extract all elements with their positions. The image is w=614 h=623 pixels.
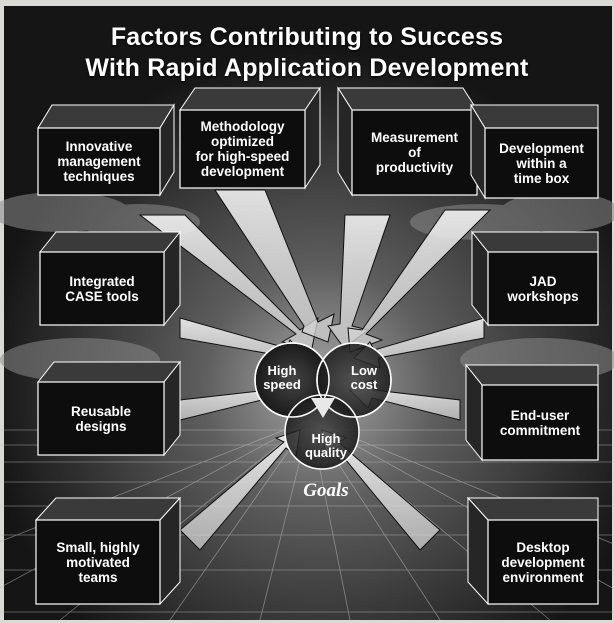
factor-label-innovative: Innovative management techniques xyxy=(57,139,141,184)
factor-label-reusable: Reusable designs xyxy=(70,403,132,434)
box-enduser xyxy=(464,363,599,462)
box-reusable xyxy=(36,360,182,457)
factor-label-desktop: Desktop development environment xyxy=(501,539,585,585)
factor-label-timebox: Development within a time box xyxy=(499,140,584,186)
box-methodology xyxy=(179,86,321,190)
factor-label-measurement: Measurement of productivity xyxy=(370,130,459,175)
goal-high-quality: High quality xyxy=(305,431,347,460)
venn-center xyxy=(311,398,335,418)
poster-title: Factors Contributing to Success With Rap… xyxy=(0,22,614,84)
box-desktop xyxy=(466,496,599,606)
box-case xyxy=(38,230,182,327)
box-timebox xyxy=(470,103,599,200)
factor-label-case: Integrated CASE tools xyxy=(65,273,139,304)
venn-circle-quality xyxy=(284,394,360,470)
goals-caption: Goals xyxy=(303,480,349,501)
factor-label-enduser: End-user commitment xyxy=(499,407,581,438)
goal-high-speed: High speed xyxy=(263,363,301,392)
goal-low-cost: Low cost xyxy=(350,363,378,392)
box-measurement xyxy=(337,86,478,197)
factor-label-jad: JAD workshops xyxy=(507,273,579,304)
title-line-2: With Rapid Application Development xyxy=(85,54,529,82)
factor-boxes xyxy=(34,86,599,606)
title-line-1: Factors Contributing to Success xyxy=(110,23,504,51)
box-teams xyxy=(34,496,182,606)
box-innovative xyxy=(37,103,175,197)
converging-arrows xyxy=(138,189,492,551)
goals-venn xyxy=(254,342,392,470)
factor-label-methodology: Methodology optimized for high-speed dev… xyxy=(195,119,290,179)
box-jad xyxy=(470,230,599,327)
factor-label-teams: Small, highly motivated teams xyxy=(56,539,140,585)
